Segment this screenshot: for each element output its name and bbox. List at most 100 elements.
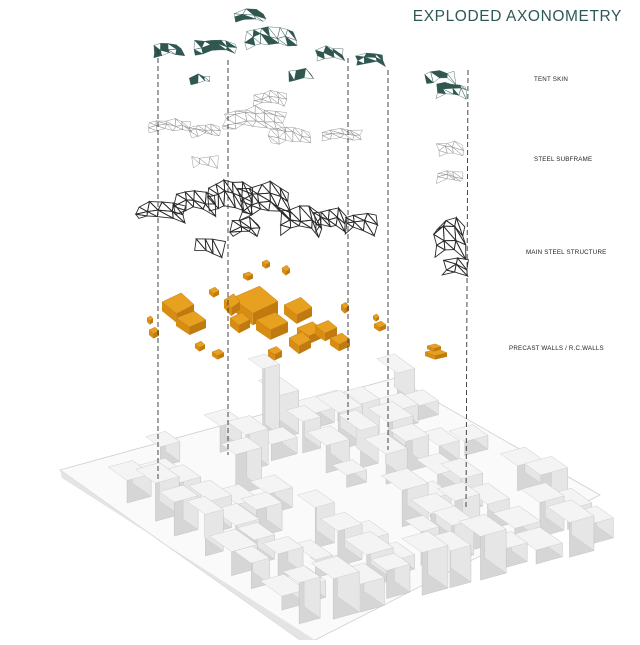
steel-subframe-module-8-tri <box>278 97 288 107</box>
precast-wall-23-front <box>425 352 435 360</box>
tent-skin-module-4-tri <box>375 56 386 67</box>
precast-wall-4-front <box>284 305 297 324</box>
main-steel-module-10-tri <box>229 230 242 237</box>
main-steel-module-4-tri <box>289 218 300 229</box>
precast-wall-18-top <box>211 348 225 356</box>
main-steel-module-2-tri <box>207 195 220 212</box>
tent-skin-module-7 <box>188 73 211 86</box>
tent-skin-module-5-tri <box>446 70 457 86</box>
city-block-18-roof <box>306 425 350 446</box>
precast-wall-7-side <box>339 339 350 352</box>
precast-wall-0-top <box>161 292 195 314</box>
steel-subframe-module-2-tri <box>242 120 254 127</box>
main-steel-module-10-tri <box>248 227 258 237</box>
precast-wall-17-top <box>194 340 206 348</box>
steel-subframe-module-6-tri <box>452 146 464 157</box>
city-block-54-roof <box>212 503 260 526</box>
precast-wall-10-side <box>239 319 250 334</box>
precast-wall-13-top <box>146 315 154 321</box>
steel-subframe-module-0 <box>147 117 193 134</box>
tent-skin-module-7-tri <box>197 73 205 84</box>
main-steel-module-10-tri <box>240 225 251 232</box>
precast-wall-12-front <box>149 330 154 339</box>
main-steel-module-1-tri <box>185 198 195 212</box>
tent-skin-module-9 <box>233 8 267 23</box>
precast-wall-9-side <box>274 351 282 361</box>
main-steel-module-1-tri <box>184 190 195 201</box>
main-steel-module-6-tri <box>352 221 364 232</box>
steel-subframe-module-4 <box>321 127 364 142</box>
steel-subframe-module-8-tri <box>278 96 286 107</box>
tent-skin-module-6-tri <box>442 88 454 95</box>
tent-skin-module-3-tri <box>316 55 325 62</box>
tent-skin-module-2-tri <box>252 29 261 38</box>
tent-skin-module-7-tri <box>203 76 211 82</box>
tent-skin-module-2-tri <box>252 36 262 46</box>
main-steel-module-9 <box>441 256 469 278</box>
precast-wall-12-top <box>148 326 160 334</box>
tent-skin-module-9-tri <box>234 16 245 23</box>
city-block-61-roof <box>343 531 394 556</box>
main-steel-module-0-tri <box>146 210 158 218</box>
tent-skin-module-0-tri <box>167 49 177 55</box>
main-steel-module-4-tri <box>280 224 292 237</box>
precast-wall-24-front <box>427 346 434 352</box>
tent-skin-module-8-tri <box>303 67 315 79</box>
city-block-60-roof <box>293 539 333 561</box>
precast-wall-2-top <box>231 285 279 314</box>
precast-wall-14-top <box>340 301 350 309</box>
city-block-23-roof <box>331 459 367 476</box>
tent-skin-module-3-tri <box>333 51 345 61</box>
city-block-49-roof <box>296 489 335 508</box>
precast-wall-16-side <box>375 316 379 322</box>
tent-skin-module-1-tri <box>203 40 212 45</box>
steel-subframe-module-0-tri <box>165 120 177 127</box>
precast-wall-18-front <box>212 352 218 360</box>
steel-subframe-module-2-tri <box>273 121 288 132</box>
city-block-63-roof <box>209 528 258 552</box>
city-block-6-roof <box>448 424 489 443</box>
steel-subframe-module-5-tri <box>208 156 219 169</box>
tent-skin-module-2-tri <box>244 42 256 51</box>
tent-skin-module-4 <box>355 52 386 67</box>
tent-skin-module-4-tri <box>364 56 378 65</box>
city-block-47-roof <box>188 479 232 502</box>
precast-wall-21-side <box>247 274 253 281</box>
precast-wall-6-top <box>314 320 338 334</box>
precast-walls-layer <box>146 259 448 361</box>
steel-subframe-module-0-tri <box>148 122 157 129</box>
city-block-45-roof <box>135 462 180 484</box>
precast-wall-15-side <box>379 324 386 332</box>
precast-wall-24-side <box>433 346 441 352</box>
precast-wall-6-front <box>315 326 325 342</box>
steel-subframe-module-6-tri <box>444 145 454 154</box>
steel-subframe-module-0-tri <box>172 126 184 131</box>
main-steel-module-8-tri <box>434 244 446 259</box>
precast-wall-15-top <box>373 320 387 328</box>
precast-wall-7-front <box>330 338 339 352</box>
steel-subframe-module-8-tri <box>268 95 280 104</box>
tent-skin-module-4-tri <box>355 55 365 61</box>
steel-subframe-module-5-tri <box>191 155 200 169</box>
city-block-12-roof <box>285 405 322 422</box>
tent-skin-module-0-tri <box>160 49 171 56</box>
city-block-8-roof <box>315 389 364 413</box>
main-steel-module-8-tri <box>442 224 457 242</box>
steel-subframe-module-7 <box>436 170 464 185</box>
city-block-31-roof <box>220 436 262 455</box>
tent-skin-module-3-tri <box>323 52 335 60</box>
steel-subframe-module-1-tri <box>204 130 213 135</box>
steel-subframe-module-3-tri <box>284 130 294 143</box>
city-block-35-roof <box>492 505 542 529</box>
tent-skin-module-1-tri <box>193 49 204 56</box>
main-steel-module-8-tri <box>435 239 446 251</box>
tent-skin-module-6-tri <box>435 92 447 99</box>
steel-subframe-module-2-tri <box>222 125 236 130</box>
city-block-33-roof <box>437 481 481 502</box>
steel-subframe-module-4-tri <box>349 130 360 136</box>
city-block-28-roof <box>465 482 510 505</box>
tent-skin-layer <box>153 8 467 100</box>
steel-subframe-module-1-tri <box>210 129 220 137</box>
main-steel-module-8-tri <box>453 239 467 260</box>
main-steel-module-4-tri <box>298 220 312 229</box>
